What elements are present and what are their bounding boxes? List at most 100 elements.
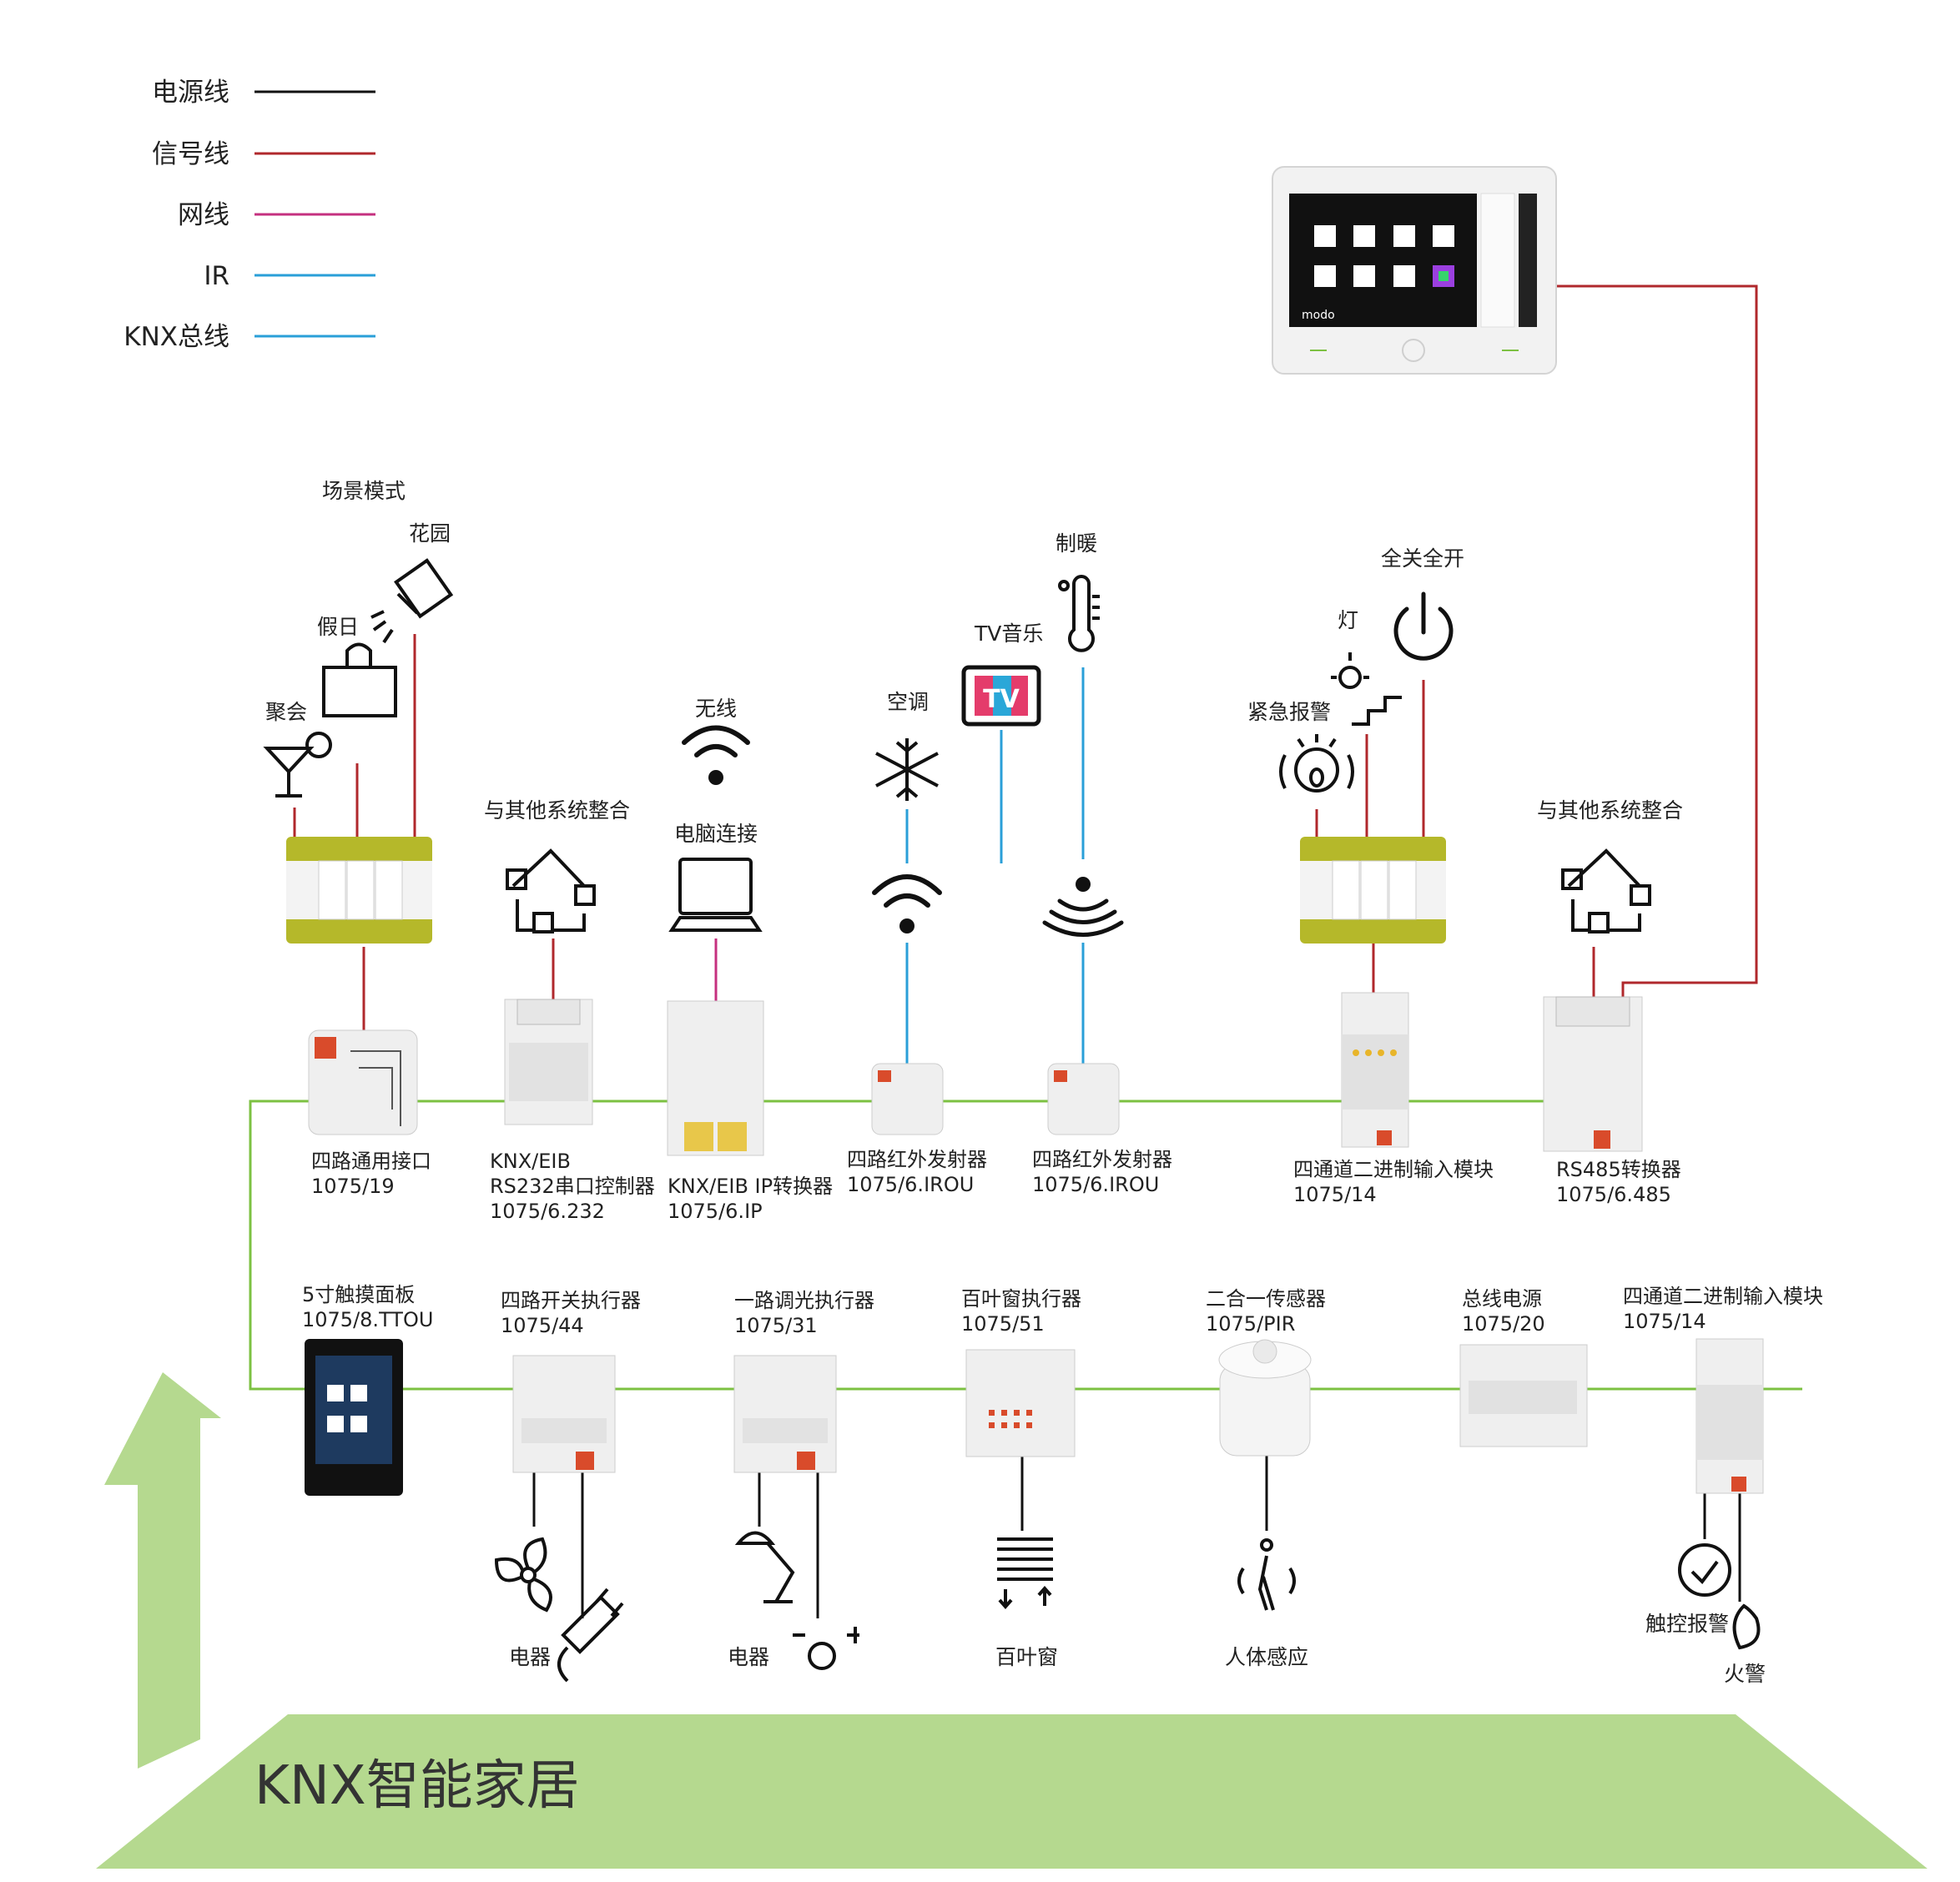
label-appliance-2: 电器 (728, 1645, 769, 1669)
laptop-icon (668, 858, 763, 932)
plug-icon (557, 1588, 624, 1683)
label-wireless: 无线 (695, 697, 737, 721)
ir-wifi-icon-left (872, 874, 942, 933)
device-1075-31 (733, 1355, 837, 1473)
device-1075-8-ttou (305, 1339, 403, 1496)
label-blinds: 百叶窗 (995, 1645, 1058, 1669)
lower-device-5-code: 1075/PIR (1206, 1312, 1295, 1336)
upper-device-3-code: 1075/6.IP (668, 1200, 763, 1223)
device-1075-19-interface (308, 1029, 418, 1135)
panel-brand: modo (1302, 309, 1335, 322)
label-party: 聚会 (265, 700, 307, 724)
label-integrate-left: 与其他系统整合 (484, 798, 630, 823)
upper-device-7-name: RS485转换器 (1556, 1158, 1681, 1181)
growth-arrow-icon (104, 1372, 221, 1769)
panel-signal-line (1556, 284, 1758, 997)
label-garden: 花园 (409, 521, 451, 546)
device-1075-20 (1459, 1344, 1588, 1447)
lower-device-3-name: 一路调光执行器 (734, 1289, 874, 1312)
blinds-icon (997, 1537, 1053, 1610)
upper-device-5-code: 1075/6.IROU (1032, 1173, 1159, 1196)
lower-device-5-name: 二合一传感器 (1206, 1287, 1326, 1311)
label-emergency: 紧急报警 (1247, 700, 1331, 724)
lower-device-2-name: 四路开关执行器 (501, 1289, 641, 1312)
lower-device-3-code: 1075/31 (734, 1314, 818, 1337)
label-fire-alarm: 火警 (1724, 1662, 1766, 1686)
label-heating: 制暖 (1056, 531, 1097, 556)
lower-device-6-code: 1075/20 (1462, 1312, 1545, 1336)
lower-device-2-code: 1075/44 (501, 1314, 584, 1337)
wall-switch-left (286, 837, 432, 944)
dimmer-light-icon (793, 1627, 859, 1670)
upper-device-1-code: 1075/19 (311, 1175, 395, 1198)
label-presence: 人体感应 (1225, 1645, 1308, 1669)
device-1075-6-irou-2 (1047, 1063, 1120, 1135)
base-platform (96, 1714, 1927, 1869)
lower-device-4-code: 1075/51 (961, 1312, 1045, 1336)
lower-device-6-name: 总线电源 (1462, 1287, 1542, 1311)
lower-device-7-name: 四通道二进制输入模块 (1623, 1285, 1823, 1308)
label-integrate-right: 与其他系统整合 (1537, 798, 1683, 823)
upper-device-2-name-line1: KNX/EIB (490, 1150, 571, 1173)
device-1075-pir (1218, 1339, 1312, 1457)
legend-label-knx: KNX总线 (123, 322, 229, 352)
device-1075-14-lower (1695, 1338, 1764, 1494)
desk-lamp-icon (734, 1531, 795, 1603)
lower-device-1-name: 5寸触摸面板 (302, 1283, 415, 1306)
label-tv-music: TV音乐 (974, 621, 1043, 646)
lower-device-4-name: 百叶窗执行器 (961, 1287, 1081, 1311)
upper-device-6-code: 1075/14 (1293, 1183, 1377, 1206)
device-1075-6-485 (1543, 996, 1643, 1152)
upper-device-2-code: 1075/6.232 (490, 1200, 605, 1223)
upper-device-3-name: KNX/EIB IP转换器 (668, 1175, 833, 1198)
label-aircon: 空调 (887, 690, 929, 714)
upper-device-2-name-line2: RS232串口控制器 (490, 1175, 655, 1198)
upper-device-5-name: 四路红外发射器 (1032, 1148, 1172, 1171)
label-touch-alarm: 触控报警 (1645, 1612, 1729, 1636)
presence-person-icon (1237, 1538, 1296, 1611)
light-stairs-icon (1331, 652, 1402, 726)
lower-connectors (532, 1452, 1741, 1618)
holiday-bag-icon (322, 642, 397, 717)
upper-connectors (293, 634, 1595, 1068)
alarm-face-icon (1279, 734, 1354, 793)
watering-can-icon (370, 558, 454, 644)
legend-label-power: 电源线 (152, 78, 229, 108)
snowflake-icon (875, 738, 939, 801)
legend-label-network: 网线 (178, 200, 229, 230)
ir-emitter-icon-right (1042, 877, 1124, 937)
label-scene-mode: 场景模式 (322, 479, 406, 503)
footer-title: KNX智能家居 (254, 1755, 580, 1817)
upper-device-1-name: 四路通用接口 (311, 1150, 431, 1173)
upper-device-6-name: 四通道二进制输入模块 (1293, 1158, 1494, 1181)
label-appliance-1: 电器 (509, 1645, 551, 1669)
modo-touch-panel: modo (1272, 166, 1557, 375)
device-1075-6-232 (504, 999, 593, 1125)
device-1075-44 (512, 1355, 616, 1473)
touch-check-icon (1678, 1543, 1731, 1597)
tv-badge: TV (983, 685, 1020, 714)
legend-label-ir: IR (204, 261, 229, 291)
label-holiday: 假日 (317, 615, 359, 639)
device-1075-51 (965, 1349, 1076, 1457)
fire-icon (1732, 1603, 1761, 1650)
upper-device-4-name: 四路红外发射器 (847, 1148, 987, 1171)
cocktail-icon (263, 732, 332, 798)
upper-device-7-code: 1075/6.485 (1556, 1183, 1671, 1206)
power-icon (1393, 591, 1454, 661)
device-1075-6-ip (667, 1000, 764, 1156)
device-1075-14-upper (1341, 992, 1409, 1148)
device-1075-6-irou-1 (871, 1063, 944, 1135)
wifi-icon (682, 725, 750, 785)
upper-device-4-code: 1075/6.IROU (847, 1173, 974, 1196)
legend-label-signal: 信号线 (152, 139, 229, 169)
fan-icon (494, 1537, 552, 1613)
wall-switch-right (1300, 837, 1446, 944)
label-light: 灯 (1338, 608, 1358, 632)
tv-icon: TV (961, 665, 1041, 727)
label-all-on-off: 全关全开 (1381, 546, 1464, 571)
integration-icon-right (1561, 848, 1651, 933)
thermometer-icon (1058, 575, 1100, 652)
